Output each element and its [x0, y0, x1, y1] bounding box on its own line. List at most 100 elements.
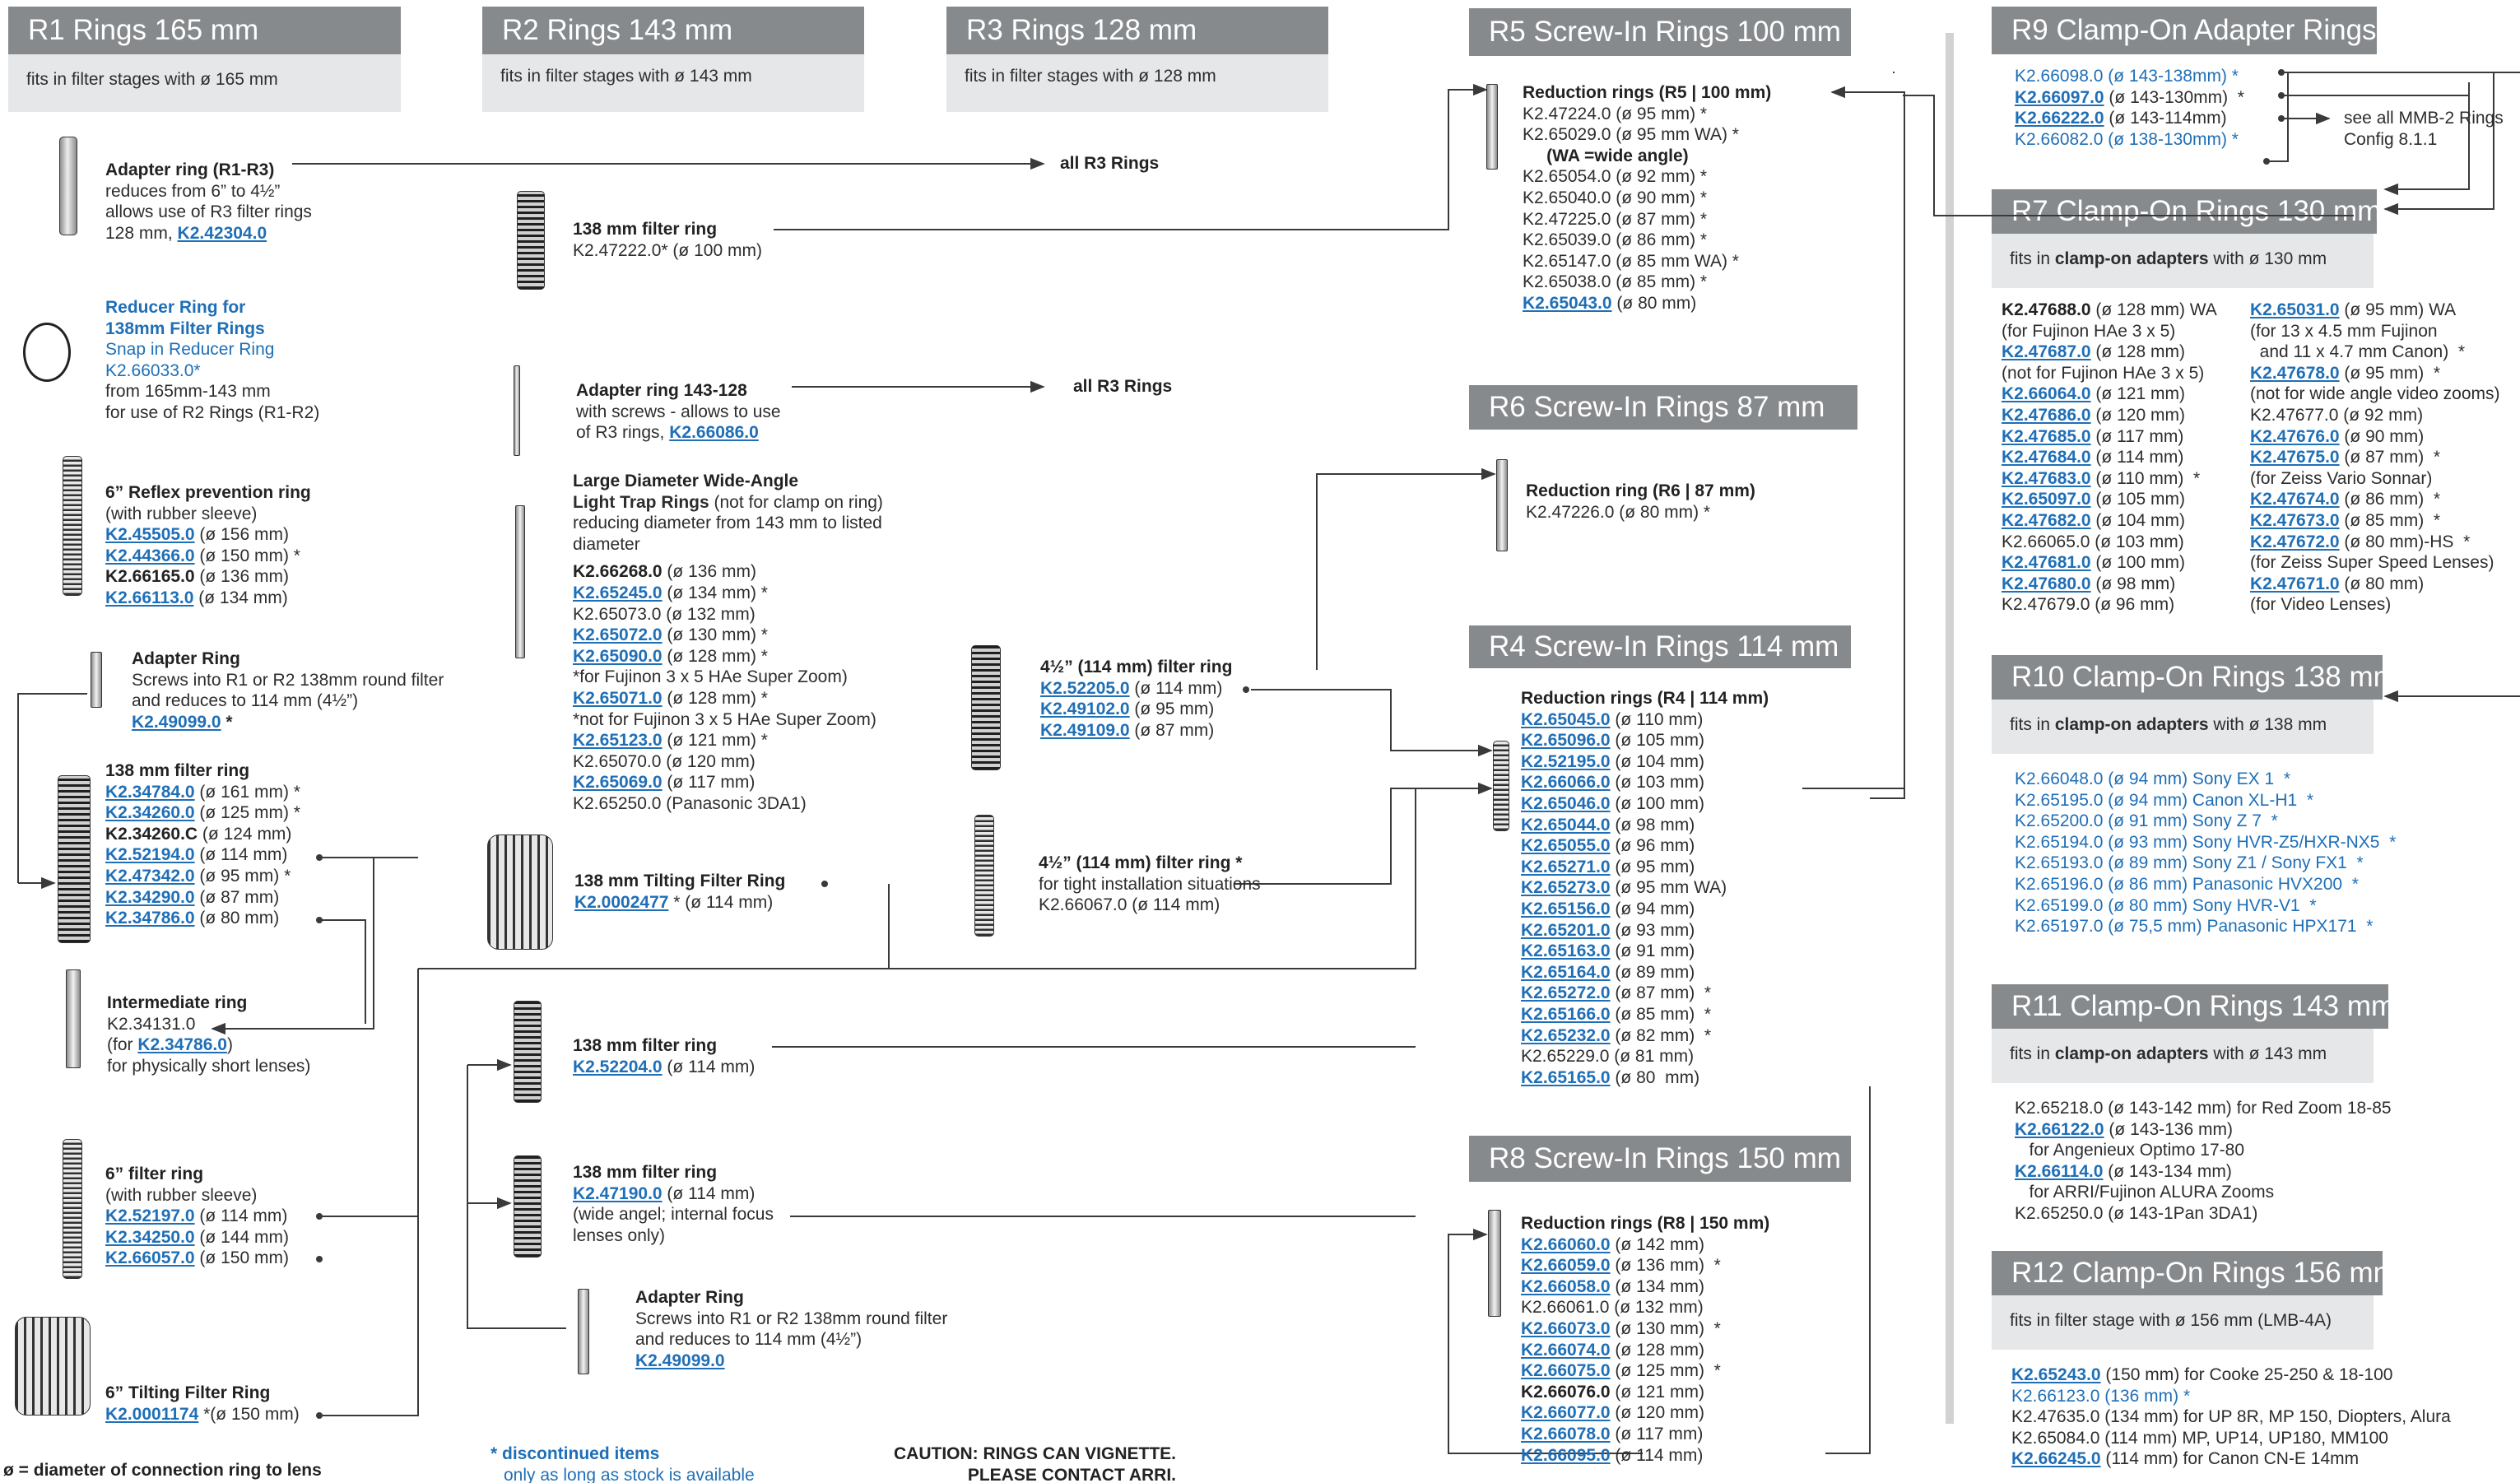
part-link[interactable]: K2.49102.0 [1040, 700, 1130, 719]
part-link[interactable]: K2.52205.0 [1040, 678, 1130, 698]
part-link[interactable]: K2.47673.0 [2250, 510, 2340, 530]
part-link[interactable]: K2.66074.0 [1521, 1340, 1611, 1360]
part-link[interactable]: K2.47680.0 [2002, 574, 2091, 593]
part-link[interactable]: K2.47684.0 [2002, 448, 2091, 467]
part-link[interactable]: K2.65163.0 [1521, 941, 1611, 961]
r11-list: K2.65218.0 (ø 143-142 mm) for Red Zoom 1… [2015, 1098, 2392, 1225]
part-link[interactable]: K2.65046.0 [1521, 793, 1611, 813]
part-link[interactable]: K2.65045.0 [1521, 709, 1611, 729]
part-link[interactable]: K2.47686.0 [2002, 405, 2091, 425]
r7-right-list: K2.65031.0 (ø 95 mm) WA(for 13 x 4.5 mm … [2250, 300, 2500, 616]
part-link[interactable]: K2.66114.0 [2015, 1161, 2104, 1181]
sub-r12: fits in filter stage with ø 156 mm (LMB-… [1992, 1295, 2374, 1350]
part-link[interactable]: K2.34786.0 [137, 1035, 227, 1055]
part-code: K2.65073.0 [573, 604, 662, 624]
part-link[interactable]: K2.66075.0 [1521, 1361, 1611, 1381]
part-link[interactable]: K2.65165.0 [1521, 1067, 1611, 1087]
part-link[interactable]: K2.66059.0 [1521, 1256, 1611, 1276]
part-link[interactable]: K2.66078.0 [1521, 1424, 1611, 1443]
part-link[interactable]: K2.65243.0 [2011, 1365, 2101, 1384]
part-link[interactable]: K2.65164.0 [1521, 962, 1611, 982]
part-link[interactable]: K2.65069.0 [573, 773, 663, 793]
part-link[interactable]: K2.66077.0 [1521, 1403, 1611, 1423]
part-link[interactable]: K2.52204.0 [573, 1057, 663, 1076]
list-item: K2.65197.0 (ø 75,5 mm) Panasonic HPX171 … [2015, 917, 2374, 937]
part-link[interactable]: K2.66066.0 [1521, 773, 1611, 793]
part-link[interactable]: K2.66057.0 [105, 1248, 195, 1268]
part-link[interactable]: K2.66073.0 [1521, 1318, 1611, 1338]
part-link[interactable]: K2.66086.0 [669, 423, 759, 443]
part-link[interactable]: K2.66122.0 [2015, 1119, 2104, 1139]
part-link[interactable]: K2.47342.0 [105, 866, 195, 886]
part-link[interactable]: K2.45505.0 [105, 525, 195, 545]
list-item: K2.65272.0 (ø 87 mm) * [1521, 983, 1712, 1003]
part-link[interactable]: K2.66095.0 [1521, 1445, 1611, 1465]
part-link[interactable]: K2.52194.0 [105, 845, 195, 865]
part-link[interactable]: K2.65031.0 [2250, 300, 2340, 319]
part-link[interactable]: K2.65156.0 [1521, 899, 1611, 918]
part-link[interactable]: K2.47676.0 [2250, 426, 2340, 446]
part-link[interactable]: K2.34250.0 [105, 1227, 195, 1247]
adapter-ring-r1-r3: Adapter ring (R1-R3) reduces from 6” to … [105, 160, 312, 243]
part-link[interactable]: K2.49099.0 [132, 712, 221, 732]
part-code: K2.66165.0 [105, 567, 195, 587]
part-link[interactable]: K2.65090.0 [573, 646, 663, 666]
list-item: K2.66165.0 (ø 136 mm) [105, 567, 289, 587]
part-link[interactable]: K2.65166.0 [1521, 1004, 1611, 1024]
part-link[interactable]: K2.52195.0 [1521, 751, 1611, 771]
part-link[interactable]: K2.65271.0 [1521, 857, 1611, 876]
part-link[interactable]: K2.65044.0 [1521, 815, 1611, 834]
part-link[interactable]: K2.65232.0 [1521, 1025, 1611, 1045]
part-link[interactable]: K2.47687.0 [2002, 342, 2091, 362]
part-link[interactable]: K2.44366.0 [105, 546, 195, 565]
part-link[interactable]: K2.42304.0 [177, 223, 267, 243]
part-link[interactable]: K2.34260.0 [105, 803, 195, 823]
part-link[interactable]: K2.66064.0 [2002, 384, 2091, 404]
part-link[interactable]: K2.47674.0 [2250, 490, 2340, 509]
part-link[interactable]: K2.47671.0 [2250, 574, 2340, 593]
part-link[interactable]: K2.65201.0 [1521, 920, 1611, 940]
part-link[interactable]: K2.65055.0 [1521, 836, 1611, 856]
part-link[interactable]: K2.66060.0 [1521, 1234, 1611, 1254]
list-item: *for Fujinon 3 x 5 HAe Super Zoom) [573, 667, 848, 687]
part-link[interactable]: K2.65043.0 [1523, 293, 1612, 313]
part-link[interactable]: K2.0001174 [105, 1404, 199, 1424]
part-link[interactable]: K2.65072.0 [573, 625, 663, 645]
list-item: K2.47342.0 (ø 95 mm) * [105, 866, 291, 886]
part-link[interactable]: K2.65245.0 [573, 583, 663, 602]
part-link[interactable]: K2.47681.0 [2002, 553, 2091, 573]
part-link[interactable]: K2.65123.0 [573, 731, 663, 751]
part-link[interactable]: K2.47672.0 [2250, 532, 2340, 551]
part-link[interactable]: K2.47682.0 [2002, 510, 2091, 530]
part-link[interactable]: K2.52197.0 [105, 1206, 195, 1226]
part-link[interactable]: K2.66245.0 [2011, 1449, 2101, 1469]
part-link[interactable]: K2.65272.0 [1521, 983, 1611, 1003]
part-link[interactable]: K2.47678.0 [2250, 363, 2340, 383]
part-code: K2.66268.0 [573, 562, 663, 582]
ring-illustration-icon [59, 137, 77, 235]
part-link[interactable]: K2.34290.0 [105, 887, 195, 907]
part-link[interactable]: K2.34786.0 [105, 909, 195, 928]
ring-illustration-icon [974, 815, 994, 937]
all-r3-rings-label[interactable]: all R3 Rings [1073, 377, 1173, 396]
part-link[interactable]: K2.66058.0 [1521, 1276, 1611, 1296]
part-link[interactable]: K2.49099.0 [635, 1351, 725, 1370]
part-link[interactable]: K2.65097.0 [2002, 490, 2091, 509]
part-link[interactable]: K2.49109.0 [1040, 720, 1130, 740]
list-item: (not for Fujinon HAe 3 x 5) [2002, 363, 2205, 383]
part-link[interactable]: K2.47190.0 [573, 1183, 663, 1203]
part-link[interactable]: K2.34784.0 [105, 782, 195, 802]
part-link[interactable]: K2.47675.0 [2250, 448, 2340, 467]
all-r3-rings-label[interactable]: all R3 Rings [1060, 154, 1160, 173]
part-link[interactable]: K2.47685.0 [2002, 426, 2091, 446]
part-link[interactable]: K2.65273.0 [1521, 878, 1611, 898]
part-link[interactable]: K2.47683.0 [2002, 468, 2091, 488]
part-link[interactable]: K2.65096.0 [1521, 731, 1611, 751]
part-link[interactable]: K2.66097.0 [2015, 87, 2104, 107]
part-link[interactable]: K2.0002477 [574, 892, 669, 912]
part-link[interactable]: K2.66113.0 [105, 588, 194, 607]
list-item: K2.65164.0 (ø 89 mm) [1521, 962, 1695, 982]
part-link[interactable]: K2.66222.0 [2015, 109, 2104, 128]
part-link[interactable]: K2.65071.0 [573, 688, 663, 708]
ring-illustration-icon [1486, 84, 1498, 170]
